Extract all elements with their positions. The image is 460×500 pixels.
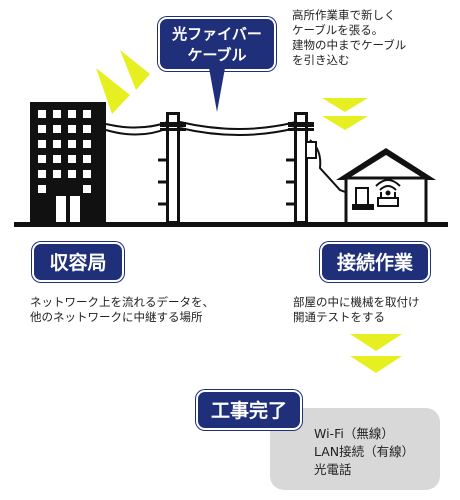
office-building-icon [30, 102, 106, 224]
completion-items: Wi-Fi（無線） LAN接続（有線） 光電話 [314, 425, 414, 479]
signal-wedge-right [120, 50, 150, 90]
utility-pole-left [158, 112, 186, 224]
office-note-line: 他のネットワークに中継する場所 [30, 310, 203, 324]
connect-title-badge: 接続作業 [320, 242, 430, 282]
fiber-note-line: 建物の中までケーブル [292, 38, 407, 52]
scene-illustration [14, 50, 448, 227]
office-title-badge: 収容局 [32, 242, 124, 282]
fiber-cable [105, 121, 357, 197]
connect-note-line: 開通テストをする [293, 310, 385, 324]
done-title-badge: 工事完了 [196, 390, 302, 430]
fiber-note-line: ケーブルを張る。 [292, 23, 384, 37]
fiber-note-line: 高所作業車で新しく [292, 8, 396, 22]
signal-wedge-left [96, 68, 130, 114]
fiber-label-pointer [209, 68, 225, 112]
connect-note: 部屋の中に機械を取付け 開通テストをする [293, 295, 420, 325]
down-arrow-chevron [322, 98, 368, 112]
down-arrow-chevron [350, 356, 402, 373]
fiber-note-line: を引き込む [292, 53, 350, 67]
fiber-cable-label: 光ファイバー ケーブル [158, 17, 276, 71]
office-note: ネットワーク上を流れるデータを、 他のネットワークに中継する場所 [30, 295, 214, 325]
fiber-note: 高所作業車で新しく ケーブルを張る。 建物の中までケーブル を引き込む [292, 8, 406, 68]
completion-item: 光電話 [314, 462, 352, 477]
office-note-line: ネットワーク上を流れるデータを、 [30, 295, 214, 309]
connect-note-line: 部屋の中に機械を取付け [293, 295, 420, 309]
fiber-cable-label-line1: 光ファイバー [172, 25, 262, 43]
completion-item: Wi-Fi（無線） [314, 426, 394, 441]
ground-line [14, 222, 448, 227]
completion-item: LAN接続（有線） [314, 444, 415, 459]
down-arrow-chevron [322, 116, 368, 130]
wifi-icon [375, 179, 401, 196]
utility-pole-right [286, 112, 317, 224]
down-arrow-chevron [350, 334, 402, 351]
fiber-cable-label-line2: ケーブル [187, 46, 247, 64]
